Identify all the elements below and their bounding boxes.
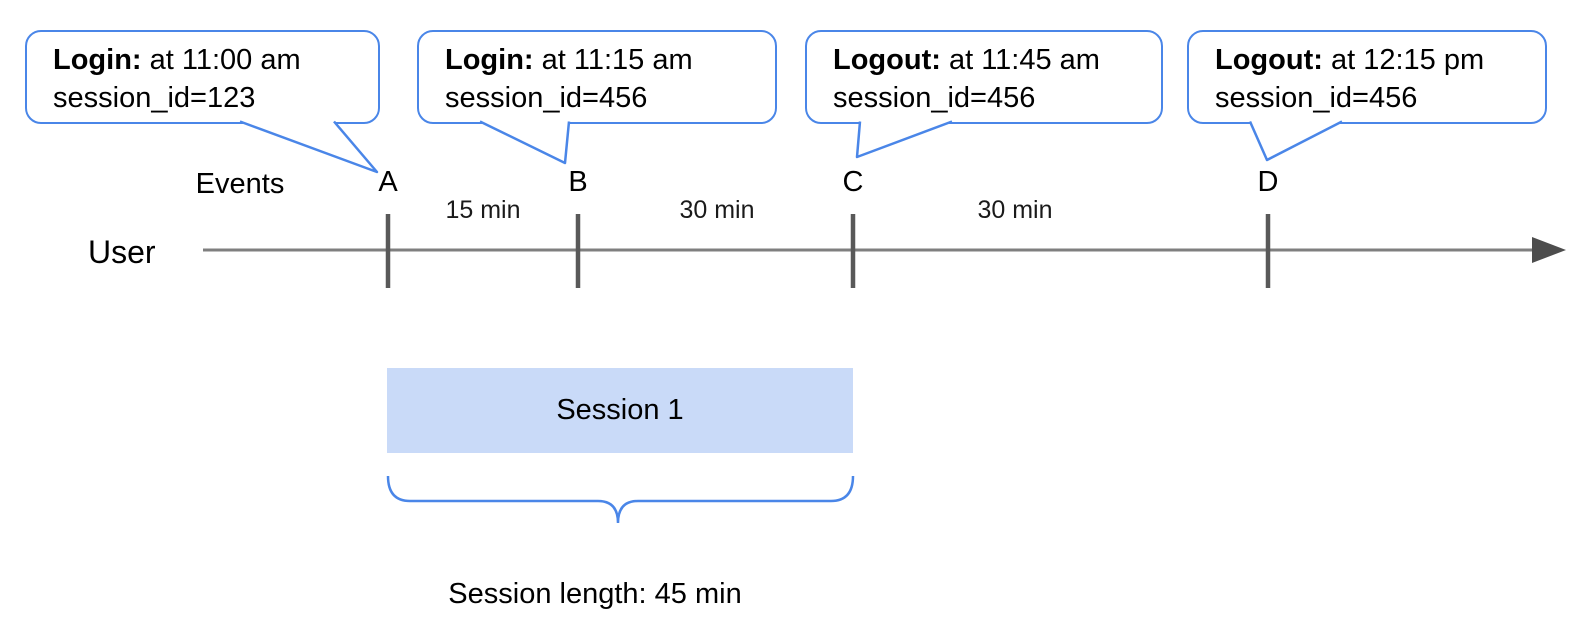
callout-line-event: Logout: at 11:45 am bbox=[833, 41, 1161, 79]
callout-event-b: Login: at 11:15 am session_id=456 bbox=[417, 30, 777, 124]
event-type-label: Login: bbox=[53, 44, 142, 76]
callout-tail-a bbox=[239, 120, 379, 174]
callout-line-session: session_id=456 bbox=[1215, 82, 1418, 114]
event-letter-c: C bbox=[842, 166, 864, 198]
event-letter-b: B bbox=[568, 166, 588, 198]
event-time-text: at 11:15 am bbox=[541, 44, 693, 76]
interval-label-a-b: 15 min bbox=[445, 196, 521, 224]
interval-label-c-d: 30 min bbox=[977, 196, 1053, 224]
event-time-text: at 11:00 am bbox=[149, 44, 301, 76]
event-time-text: at 12:15 pm bbox=[1330, 44, 1485, 76]
event-type-label: Logout: bbox=[833, 44, 941, 76]
callout-line-session: session_id=456 bbox=[445, 82, 648, 114]
user-axis-label: User bbox=[88, 234, 156, 270]
event-type-label: Login: bbox=[445, 44, 534, 76]
session-1-box: Session 1 bbox=[387, 368, 853, 453]
callout-event-d: Logout: at 12:15 pm session_id=456 bbox=[1187, 30, 1547, 124]
timeline-arrowhead-icon bbox=[1532, 237, 1566, 263]
callout-event-c: Logout: at 11:45 am session_id=456 bbox=[805, 30, 1163, 124]
session-length-caption: Session length: 45 min bbox=[448, 578, 742, 610]
events-axis-label: Events bbox=[195, 168, 285, 200]
callout-line-event: Logout: at 12:15 pm bbox=[1215, 41, 1545, 79]
event-type-label: Logout: bbox=[1215, 44, 1323, 76]
session-1-box-label: Session 1 bbox=[556, 394, 684, 426]
callout-tail-b bbox=[479, 120, 571, 165]
callout-line-session: session_id=123 bbox=[53, 82, 256, 114]
session-length-brace bbox=[386, 475, 855, 524]
callout-line-event: Login: at 11:00 am bbox=[53, 41, 378, 79]
event-letter-a: A bbox=[378, 166, 398, 198]
callout-line-session: session_id=456 bbox=[833, 82, 1036, 114]
event-letter-d: D bbox=[1257, 166, 1279, 198]
callout-tail-d bbox=[1248, 120, 1343, 162]
callout-line-event: Login: at 11:15 am bbox=[445, 41, 775, 79]
event-time-text: at 11:45 am bbox=[948, 44, 1100, 76]
callout-event-a: Login: at 11:00 am session_id=123 bbox=[25, 30, 380, 124]
interval-label-b-c: 30 min bbox=[679, 196, 755, 224]
callout-tail-c bbox=[855, 120, 953, 159]
